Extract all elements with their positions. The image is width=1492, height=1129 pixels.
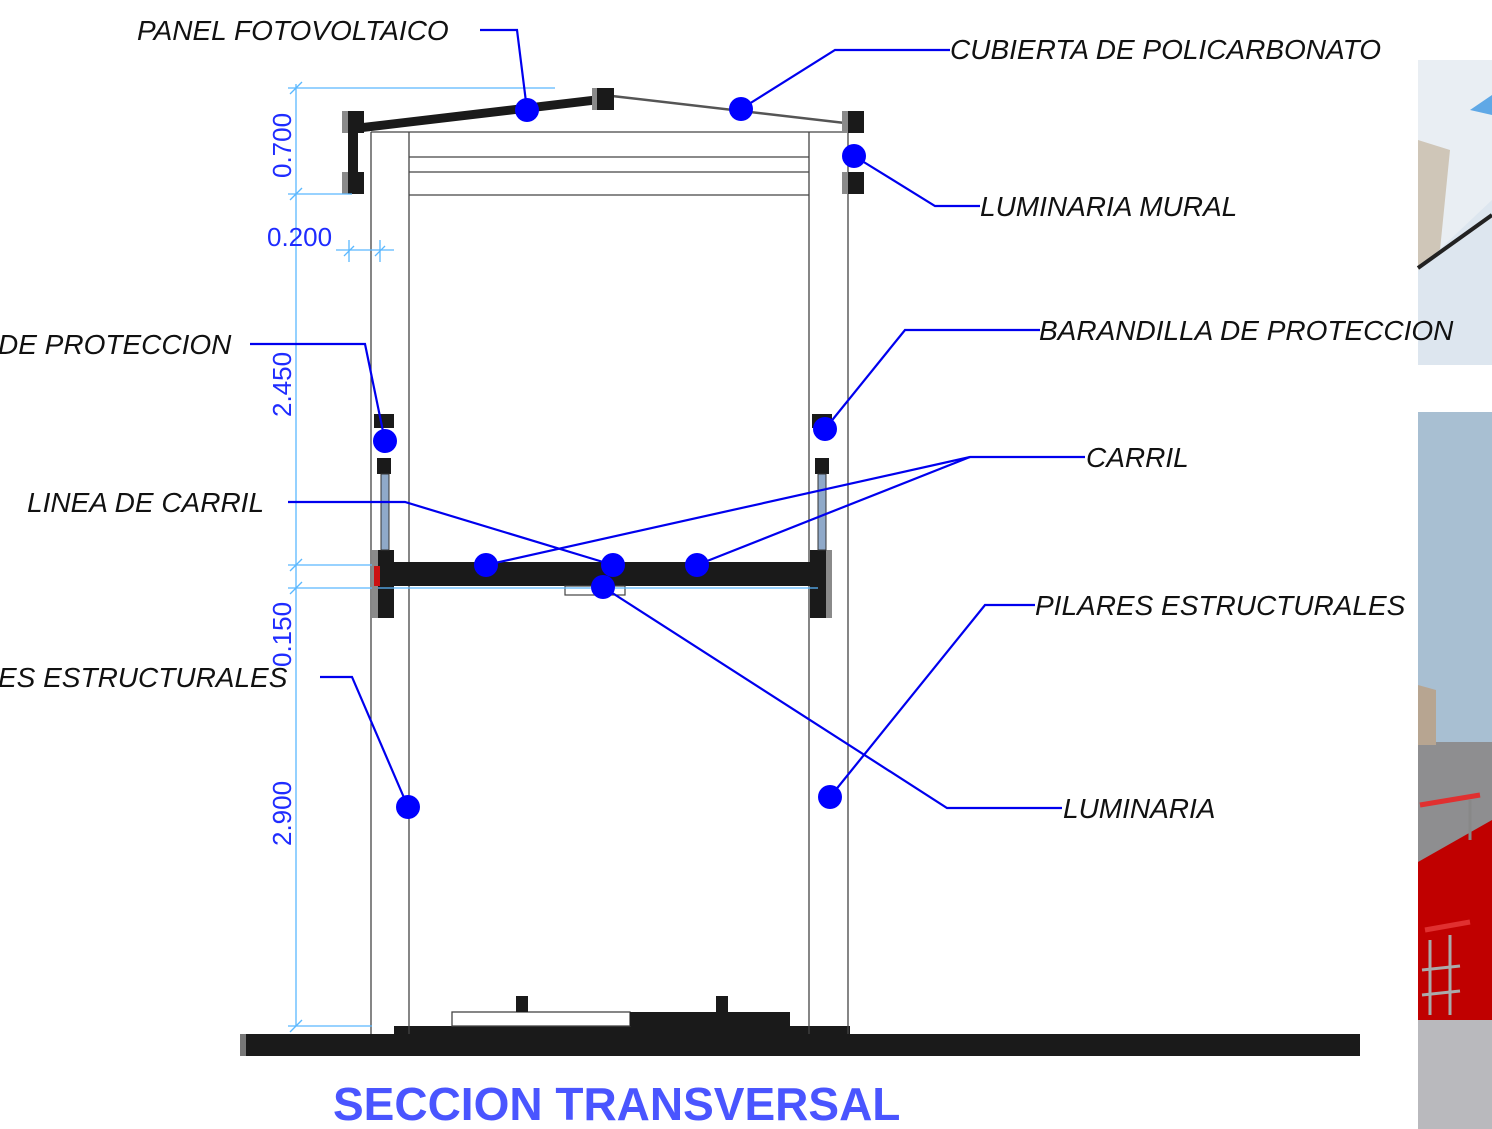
dimension-0700: 0.700 (267, 113, 297, 178)
label-cubierta-policarbonato: CUBIERTA DE POLICARBONATO (950, 34, 1381, 65)
dimension-0150: 0.150 (267, 602, 297, 667)
protection-railings (374, 414, 832, 551)
roof-structure (342, 88, 864, 194)
label-barandilla-right: BARANDILLA DE PROTECCION (1039, 315, 1454, 346)
label-pilares-right: PILARES ESTRUCTURALES (1035, 590, 1406, 621)
render-photo-top (1416, 60, 1492, 365)
label-luminaria-mural: LUMINARIA MURAL (980, 191, 1237, 222)
label-linea-carril: LINEA DE CARRIL (27, 487, 264, 518)
label-pilares-left: ES ESTRUCTURALES (0, 662, 288, 693)
dimension-2900: 2.900 (267, 781, 297, 846)
dimension-0200: 0.200 (267, 222, 332, 252)
render-photo-bottom (1418, 412, 1492, 1129)
label-luminaria: LUMINARIA (1063, 793, 1215, 824)
label-panel-fotovoltaico: PANEL FOTOVOLTAICO (137, 15, 449, 46)
dimension-lines (288, 81, 555, 1033)
drawing-title: SECCION TRANSVERSAL (333, 1078, 900, 1129)
leader-lines (250, 28, 1085, 810)
ground-slab (240, 996, 1360, 1056)
leader-dots (373, 97, 866, 819)
label-carril: CARRIL (1086, 442, 1189, 473)
dimension-2450: 2.450 (267, 352, 297, 417)
label-barandilla-left: DE PROTECCION (0, 329, 232, 360)
